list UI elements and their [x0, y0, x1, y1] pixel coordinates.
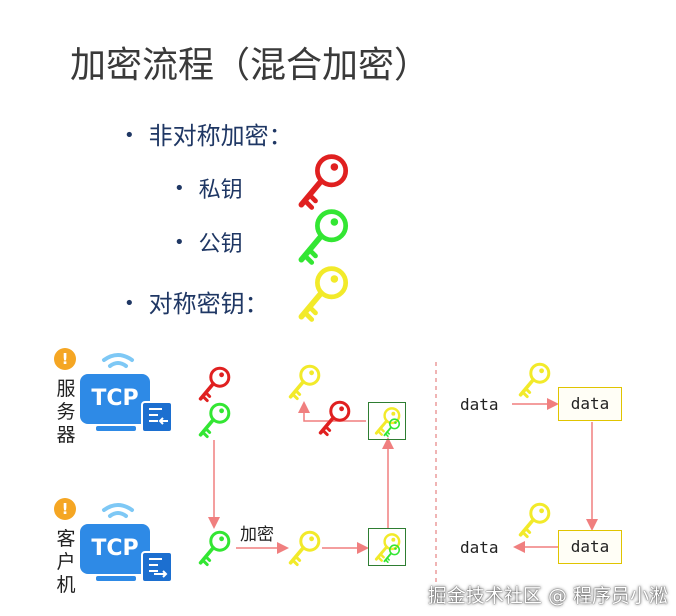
data-decrypt-key-icon	[516, 500, 554, 542]
bullet-public-key: •公钥	[174, 232, 243, 257]
client-tcp-text: TCP	[91, 536, 138, 561]
watermark: 掘金技术社区 @ 程序员小淞	[427, 585, 668, 607]
data-box-top: data	[558, 387, 622, 421]
page-title: 加密流程（混合加密）	[70, 45, 431, 86]
bullet-public-key-label: 公钥	[198, 232, 243, 257]
data-plain-top: data	[460, 395, 499, 414]
data-plain-bottom: data	[460, 538, 499, 557]
encrypted-key-box-client	[368, 528, 406, 566]
server-label: 服 务 器	[56, 378, 76, 446]
client-tcp-icon: TCP	[80, 503, 173, 583]
bullet-symmetric: •对称密钥：	[124, 290, 269, 318]
server-tcp-icon: TCP	[80, 353, 173, 433]
decrypted-symmetric-key-icon	[286, 362, 324, 404]
bullet-private-key: •私钥	[174, 178, 243, 203]
svg-text:!: !	[62, 500, 69, 518]
client-label: 客 户 机	[56, 528, 76, 596]
decrypt-private-key-icon	[316, 398, 354, 440]
bullet-asymmetric-label: 非对称加密：	[148, 122, 293, 150]
server-tcp-text: TCP	[91, 386, 138, 411]
encrypted-key-box-server	[368, 402, 406, 440]
data-encrypt-key-icon	[516, 360, 554, 402]
client-symmetric-key-icon	[286, 528, 324, 570]
svg-text:!: !	[62, 350, 69, 368]
data-box-bottom: data	[558, 530, 622, 564]
server-public-key-icon	[196, 400, 234, 442]
encrypt-label: 加密	[240, 525, 274, 545]
public-key-lock-icon	[381, 543, 403, 565]
client-warning-icon: !	[54, 498, 76, 524]
server-warning-icon: !	[54, 348, 76, 374]
bullet-symmetric-label: 对称密钥：	[148, 290, 269, 318]
client-public-key-icon	[196, 528, 234, 570]
bullet-private-key-label: 私钥	[198, 178, 243, 203]
received-public-key-lock-icon	[381, 417, 403, 439]
bullet-asymmetric: •非对称加密：	[124, 122, 293, 150]
